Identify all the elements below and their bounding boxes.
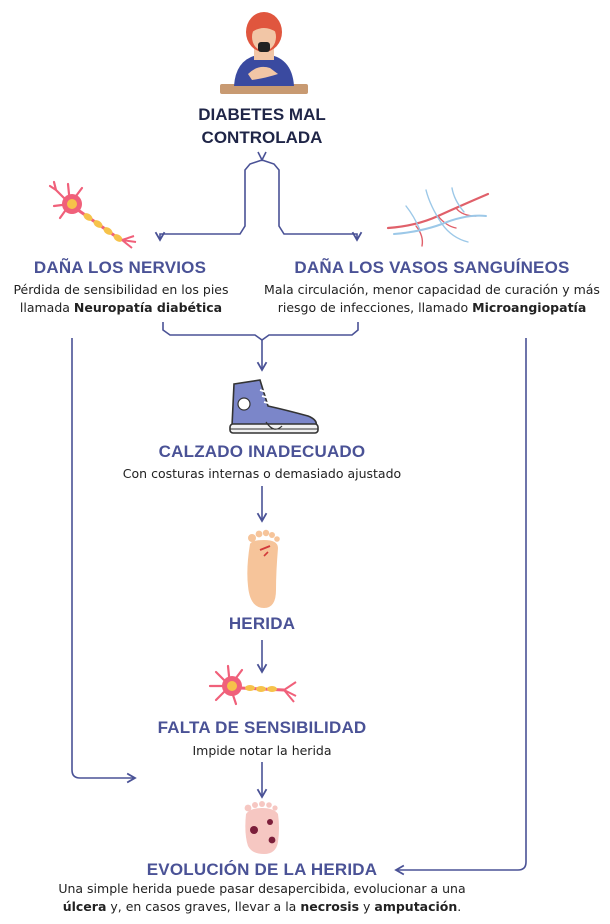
evolucion-desc: Una simple herida puede pasar desapercib…: [20, 880, 504, 916]
vasos-desc-bold: Microangiopatía: [472, 300, 587, 315]
sensibilidad-desc: Impide notar la herida: [192, 743, 332, 758]
evolucion-desc-line2: úlcera y, en casos graves, llevar a la n…: [20, 898, 504, 916]
nervios-desc-prefix: llamada: [19, 300, 74, 315]
neuron-icon: [48, 180, 140, 250]
vasos-desc-prefix: riesgo de infecciones, llamado: [277, 300, 473, 315]
ulcer-foot-icon: [238, 800, 284, 854]
amputacion-bold: amputación: [374, 899, 458, 914]
vasos-desc: Mala circulación, menor capacidad de cur…: [254, 281, 610, 317]
vasos-desc-line2: riesgo de infecciones, llamado Microangi…: [254, 299, 610, 317]
person-at-desk-icon: [218, 4, 310, 96]
split-brace: [160, 151, 267, 240]
evolucion-desc-line1: Una simple herida puede pasar desapercib…: [58, 881, 466, 896]
nervios-title: DAÑA LOS NERVIOS: [33, 258, 207, 277]
top-title-line1: DIABETES MAL: [198, 105, 326, 124]
injured-foot-icon: [238, 528, 286, 612]
ulcera-bold: úlcera: [62, 899, 107, 914]
nervios-desc-line2: llamada Neuropatía diabética: [0, 299, 242, 317]
neuron-icon: [206, 660, 298, 714]
left-connector: [71, 338, 137, 784]
sneaker-icon: [226, 376, 320, 438]
evolucion-text-2: y: [359, 899, 375, 914]
split-brace-right: [261, 159, 363, 242]
right-connector: [394, 338, 527, 876]
calzado-title: CALZADO INADECUADO: [158, 442, 366, 461]
top-title-line2: CONTROLADA: [201, 128, 323, 147]
evolucion-text-1: y, en casos graves, llevar a la: [106, 899, 301, 914]
evolucion-title: EVOLUCIÓN DE LA HERIDA: [146, 860, 378, 879]
vasos-desc-line1: Mala circulación, menor capacidad de cur…: [264, 282, 600, 297]
herida-title: HERIDA: [228, 614, 296, 633]
merge-bracket: [162, 322, 359, 341]
vasos-title: DAÑA LOS VASOS SANGUÍNEOS: [294, 258, 570, 277]
necrosis-bold: necrosis: [300, 899, 360, 914]
nervios-desc-line1: Pérdida de sensibilidad en los pies: [13, 282, 229, 297]
evolucion-text-3: .: [457, 899, 462, 914]
nervios-desc-bold: Neuropatía diabética: [73, 300, 223, 315]
calzado-desc: Con costuras internas o demasiado ajusta…: [122, 466, 402, 481]
nervios-desc: Pérdida de sensibilidad en los pies llam…: [0, 281, 242, 317]
sensibilidad-title: FALTA DE SENSIBILIDAD: [157, 718, 367, 737]
top-title: DIABETES MAL CONTROLADA: [160, 103, 364, 149]
blood-vessels-icon: [386, 186, 490, 248]
